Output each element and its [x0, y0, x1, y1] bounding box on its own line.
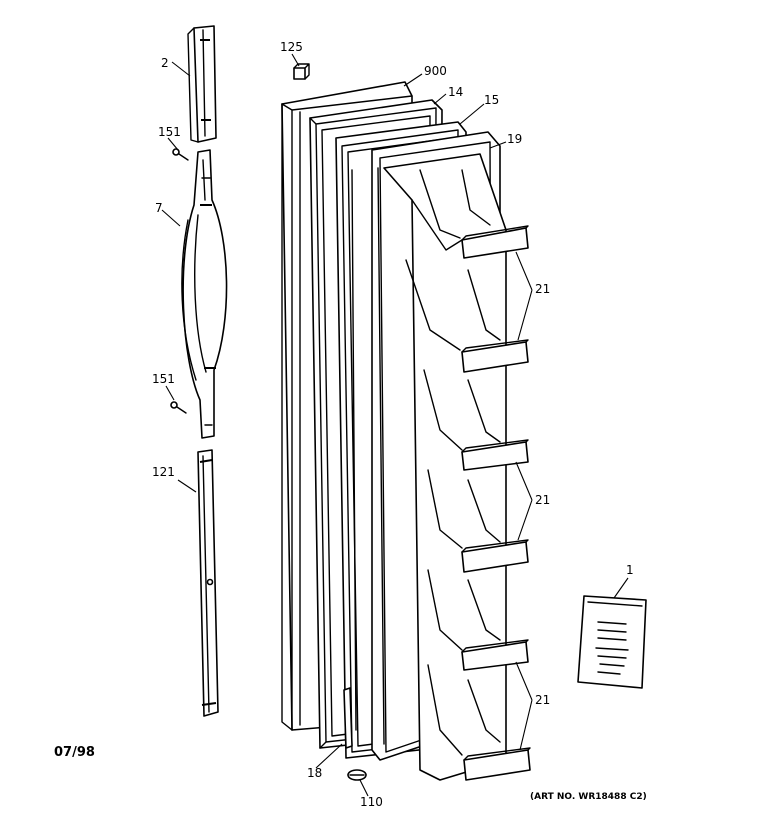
label-part-151-upper: 151: [158, 125, 181, 139]
leader-lines: [161, 53, 629, 797]
part-screw-upper: [172, 148, 189, 161]
label-part-125: 125: [280, 40, 303, 54]
label-part-151-lower: 151: [152, 372, 175, 386]
part-door-handle: [181, 149, 228, 439]
label-part-110: 110: [360, 795, 383, 809]
art-number: (ART NO. WR18488 C2): [530, 792, 647, 802]
part-clip: [347, 769, 367, 781]
label-part-21-top: 21: [535, 282, 550, 296]
label-part-15: 15: [484, 93, 499, 107]
label-part-900: 900: [424, 64, 447, 78]
part-instruction-booklet: [577, 595, 647, 689]
label-part-14: 14: [448, 85, 463, 99]
label-part-21-bottom: 21: [535, 693, 550, 707]
date-code: 07/98: [54, 745, 95, 760]
label-part-1: 1: [626, 563, 634, 577]
label-part-7: 7: [155, 201, 163, 215]
part-trim-strip: [197, 449, 219, 717]
liner-inner-structure: [383, 153, 507, 781]
label-part-19: 19: [507, 132, 522, 146]
part-vertical-strip: [343, 687, 353, 749]
shelf-bin-3: [461, 439, 529, 471]
label-part-2: 2: [161, 56, 169, 70]
label-part-21-middle: 21: [535, 493, 550, 507]
part-screw-lower: [170, 401, 187, 414]
part-plug: [293, 63, 310, 80]
part-handle-cap: [187, 25, 217, 143]
shelf-bin-6: [463, 747, 531, 781]
label-part-121: 121: [152, 465, 175, 479]
shelf-bin-2: [461, 339, 529, 373]
label-part-18: 18: [307, 766, 322, 780]
shelf-bin-1: [461, 225, 529, 259]
shelf-bin-4: [461, 539, 529, 573]
shelf-bin-5: [461, 639, 529, 671]
